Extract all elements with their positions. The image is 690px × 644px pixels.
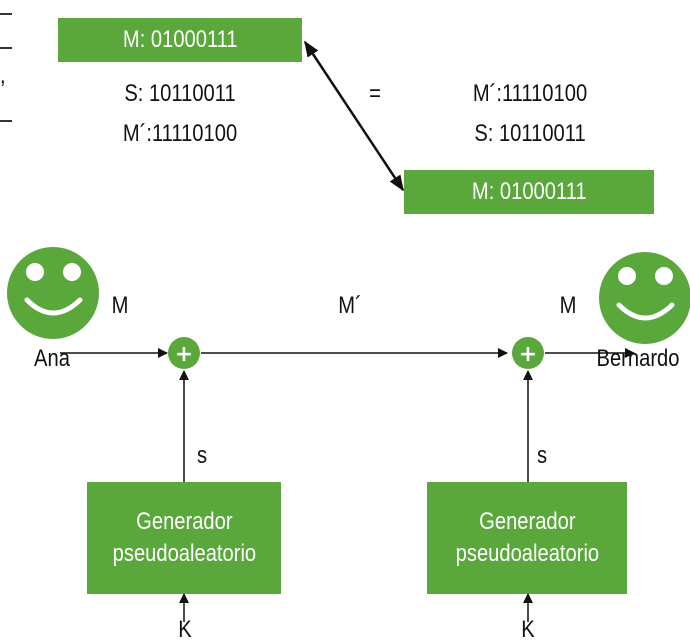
s-value-right: S: 10110011 bbox=[474, 120, 586, 147]
m-out-label: M bbox=[559, 292, 577, 319]
edge-mark-4 bbox=[0, 120, 12, 122]
m-in-label: M bbox=[111, 292, 129, 319]
generator-right-box: Generador pseudoaleatorio bbox=[427, 482, 627, 594]
m-plaintext-box-left: M: 01000111 bbox=[58, 18, 302, 62]
m-plaintext-box-right: M: 01000111 bbox=[404, 170, 654, 214]
mprime-label: M´ bbox=[338, 292, 362, 319]
m-plaintext-text-left: M: 01000111 bbox=[122, 26, 238, 53]
generator-left-box: Generador pseudoaleatorio bbox=[87, 482, 281, 594]
sender-label: Ana bbox=[34, 345, 70, 372]
receiver-label: Bernardo bbox=[596, 345, 680, 372]
edge-mark-2 bbox=[0, 47, 12, 49]
swap-double-arrow bbox=[303, 40, 405, 192]
key-right-label: K bbox=[521, 616, 535, 643]
ana-smiley-icon bbox=[7, 247, 99, 339]
generator-left-line-2: pseudoaleatorio bbox=[112, 540, 256, 567]
svg-text:+: + bbox=[519, 342, 537, 367]
bernardo-smiley-icon bbox=[599, 252, 690, 344]
xor-right-icon: + bbox=[512, 337, 544, 369]
s-right-label: s bbox=[536, 442, 548, 469]
edge-mark-1 bbox=[0, 13, 12, 15]
mprime-value-left: M´:11110100 bbox=[122, 120, 238, 147]
s-left-label: s bbox=[196, 442, 208, 469]
xor-left-icon: + bbox=[168, 337, 200, 369]
key-left-label: K bbox=[178, 616, 192, 643]
svg-text:+: + bbox=[175, 342, 193, 367]
m-plaintext-text-right: M: 01000111 bbox=[471, 178, 587, 205]
generator-right-line-1: Generador bbox=[478, 508, 576, 535]
mprime-value-right: M´:11110100 bbox=[472, 80, 588, 107]
edge-mark-3: , bbox=[0, 62, 6, 89]
generator-left-line-1: Generador bbox=[135, 508, 233, 535]
generator-right-line-2: pseudoaleatorio bbox=[455, 540, 599, 567]
s-value-left: S: 10110011 bbox=[124, 80, 236, 107]
